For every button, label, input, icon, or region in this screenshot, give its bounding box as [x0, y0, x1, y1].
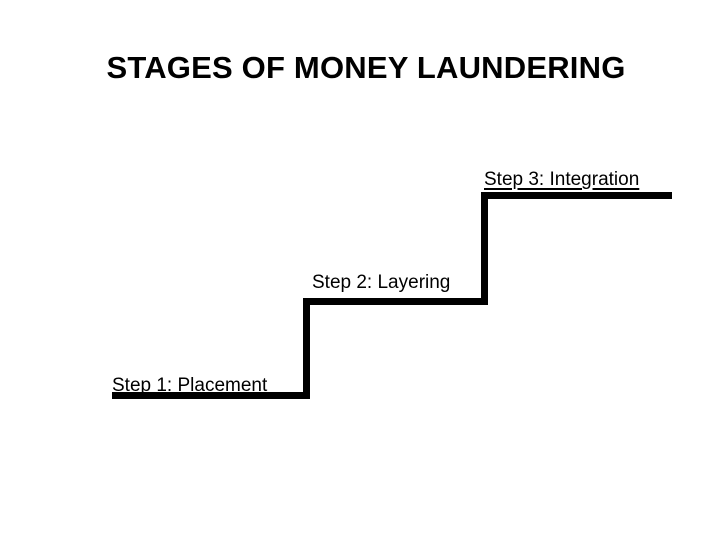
step-label-layering: Step 2: Layering: [312, 272, 451, 293]
page-title: STAGES OF MONEY LAUNDERING: [106, 50, 626, 85]
staircase-polyline: [112, 192, 672, 399]
step-label-placement: Step 1: Placement: [112, 375, 268, 396]
step-label-integration: Step 3: Integration: [484, 169, 640, 190]
